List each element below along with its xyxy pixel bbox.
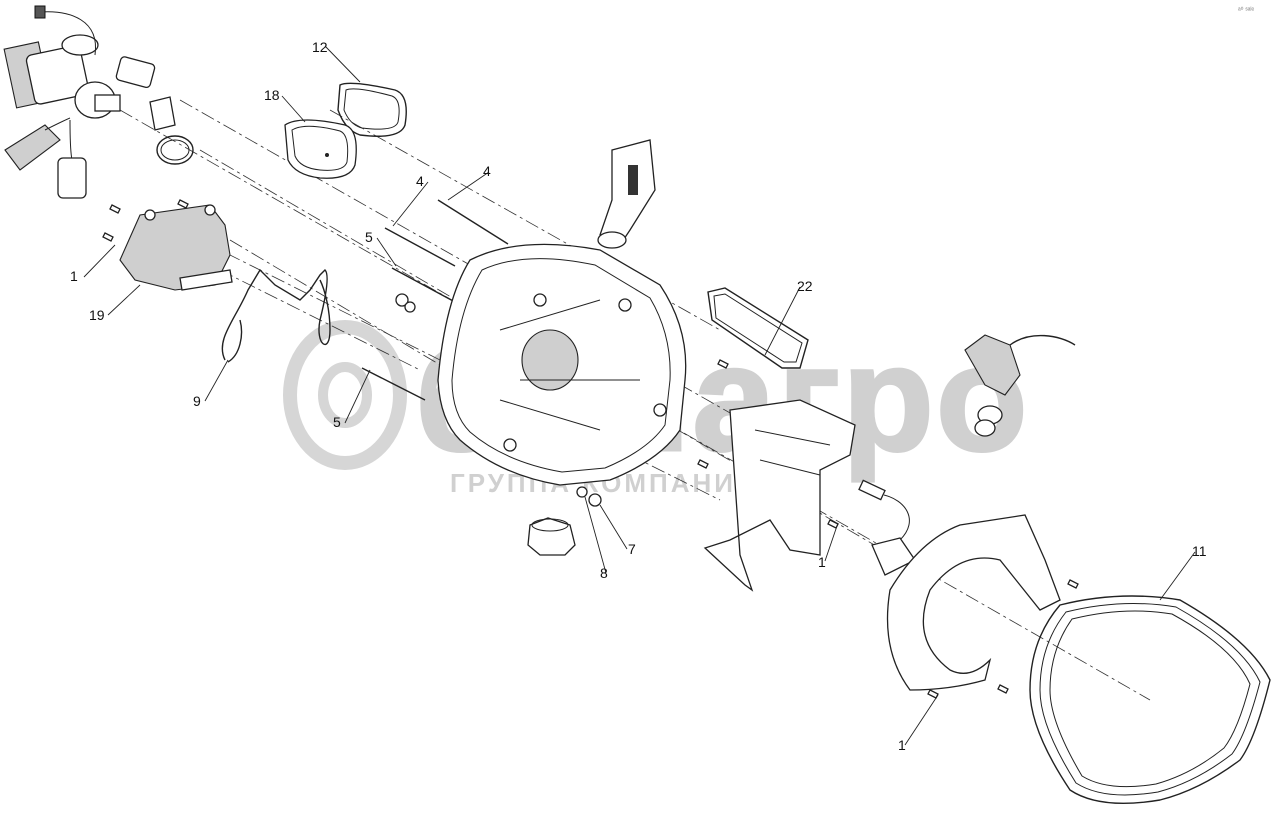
part-22-gasket: [707, 287, 809, 369]
callout-1: 1: [898, 737, 906, 753]
callout-22: 22: [797, 278, 813, 294]
handle-lever: [597, 139, 656, 249]
rubber-bushing: [527, 517, 576, 556]
callout-5: 5: [333, 414, 341, 430]
callout-9: 9: [193, 393, 201, 409]
callout-5: 5: [365, 229, 373, 245]
callout-11: 11: [1192, 543, 1207, 559]
leader-lines: [83, 45, 1196, 746]
washers-7-8: [576, 486, 602, 507]
back-plate: [886, 514, 1061, 691]
callouts: 12 18 4 4 5 5 1 19 9 22 7 8 1 11 1: [70, 39, 1207, 753]
part-18-cover-plate: [284, 119, 357, 179]
callout-8: 8: [600, 565, 608, 581]
o-ring: [156, 135, 194, 165]
watermark-logo-rings: [283, 320, 407, 470]
part-19-bracket: [119, 204, 233, 291]
temperature-sensor: [858, 479, 916, 576]
long-bolts: [361, 199, 509, 401]
callout-19: 19: [89, 307, 105, 323]
corner-mark: ᵃ⁰ ˢᵃˡᵉ: [1238, 6, 1254, 14]
air-duct: [703, 399, 856, 592]
motor-assembly: [3, 5, 156, 199]
air-valve: [964, 334, 1076, 437]
main-housing: [437, 243, 687, 486]
screw-set-right: [697, 359, 1079, 699]
callout-12: 12: [312, 39, 328, 55]
screw-set-left: [102, 199, 189, 242]
part-11-large-seal: [1029, 595, 1271, 804]
part-9-wire-spring: [221, 268, 331, 363]
callout-1: 1: [818, 554, 826, 570]
callout-4: 4: [416, 173, 424, 189]
callout-1: 1: [70, 268, 78, 284]
callout-7: 7: [628, 541, 636, 557]
callout-4: 4: [483, 163, 491, 179]
callout-18: 18: [264, 87, 280, 103]
flange-gasket: [149, 96, 176, 131]
